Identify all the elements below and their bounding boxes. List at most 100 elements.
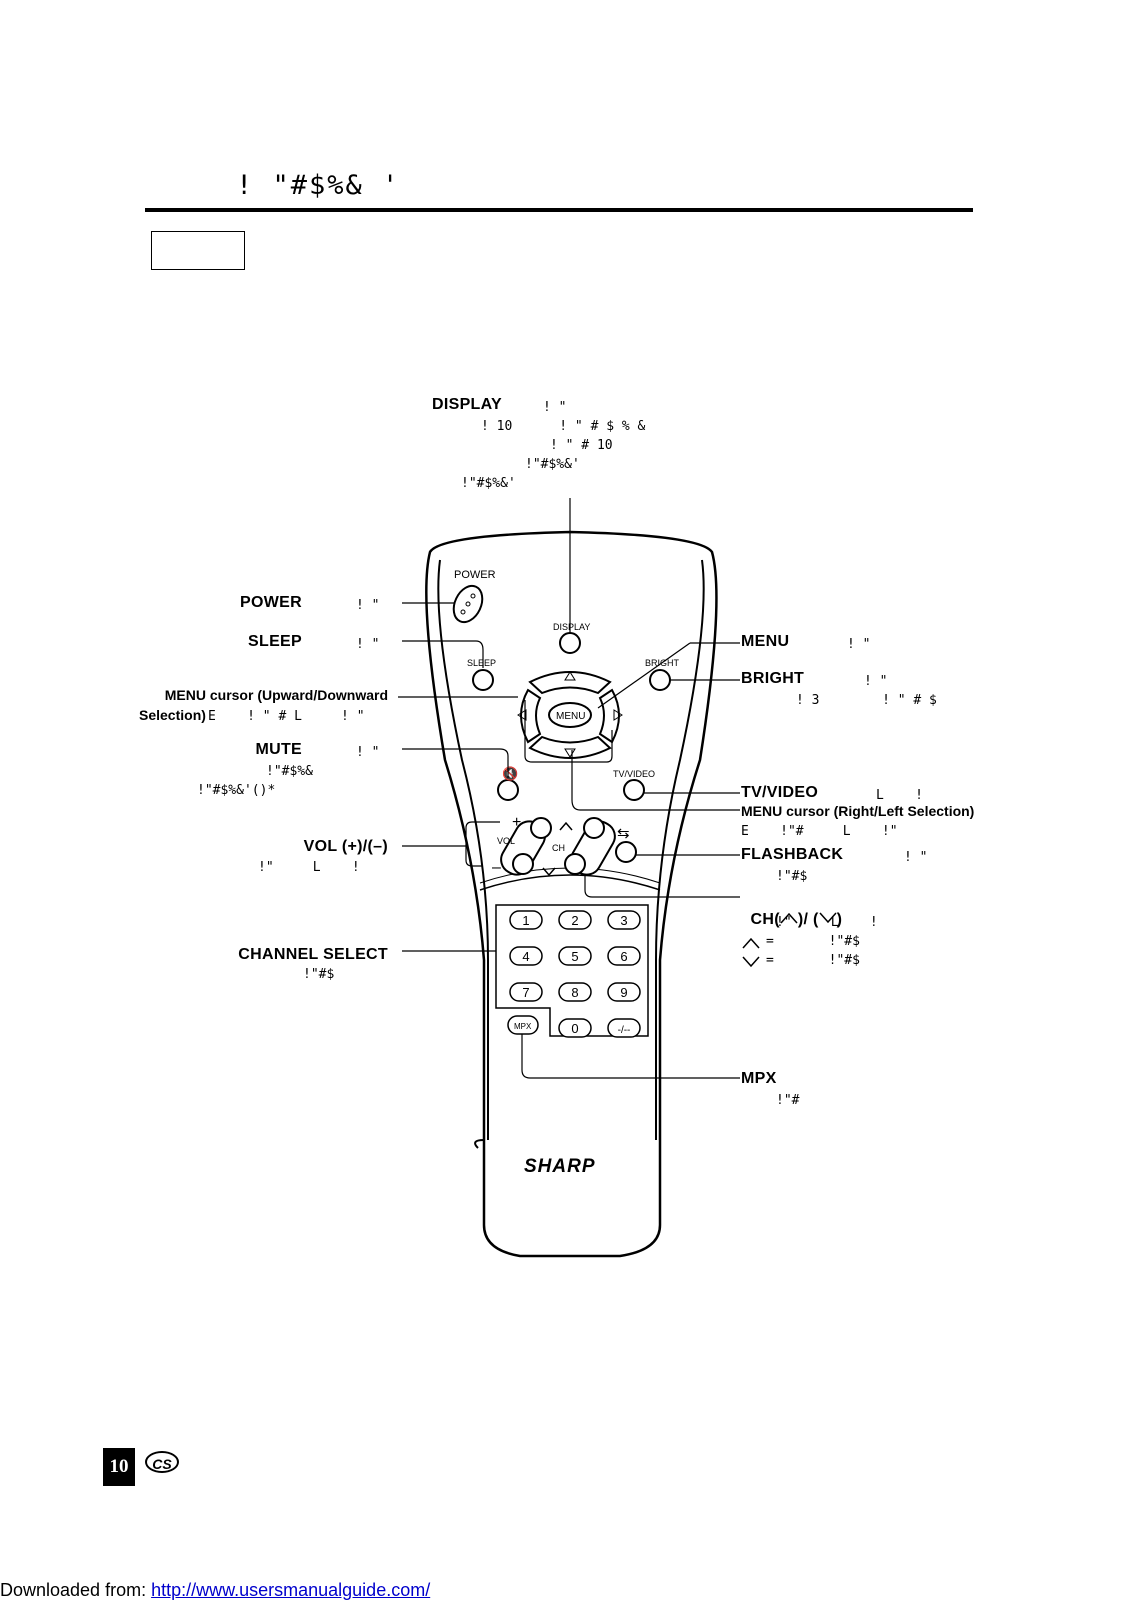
remote-ch-label: CH	[552, 843, 565, 853]
label-sleep: SLEEP	[248, 633, 302, 650]
remote-inner-left	[437, 559, 489, 1140]
label-display: DISPLAY	[432, 396, 502, 413]
tv-video-desc: L !	[876, 788, 923, 803]
language-badge: CS	[145, 1451, 179, 1473]
display-desc-3: ! " # 10	[550, 438, 613, 453]
channel-select-desc: !"#$	[303, 967, 335, 982]
keypad-button-2	[607, 910, 641, 930]
page-title: ! "#$%& '	[236, 170, 401, 201]
sleep-button-shape	[472, 669, 494, 691]
label-channel-select: CHANNEL SELECT	[238, 946, 388, 963]
flashback-desc: ! "	[904, 850, 928, 865]
menu-updown-desc: E ! " # L ! "	[208, 709, 365, 724]
keypad-button-0	[509, 910, 543, 930]
ch-desc: !" L !	[776, 915, 878, 930]
mute-button-shape	[497, 779, 519, 801]
flashback-desc-2: !"#$	[776, 869, 808, 884]
remote-mpx-label: MPX	[514, 1022, 532, 1031]
keypad-label-9: 0	[571, 1021, 578, 1036]
display-desc-4: !"#$%&'	[525, 457, 580, 472]
remote-bright-label: BRIGHT	[645, 658, 680, 668]
keypad-button-6	[509, 982, 543, 1002]
vol-desc: !" L !	[258, 860, 360, 875]
label-bright: BRIGHT	[741, 670, 805, 687]
keypad-label-1: 2	[571, 913, 578, 928]
sleep-desc: ! "	[356, 637, 380, 652]
download-link[interactable]: http://www.usersmanualguide.com/	[151, 1580, 431, 1600]
keypad-label-6: 7	[522, 985, 529, 1000]
display-desc-2: ! 10 ! " # $ % &	[481, 419, 646, 434]
display-button-shape	[559, 632, 581, 654]
ch-up-icon	[780, 912, 798, 924]
label-power: POWER	[240, 594, 302, 611]
bright-desc-2: ! 3 ! " # $	[796, 693, 937, 708]
ch-up-small-icon	[742, 937, 760, 949]
ch-up-desc: = !"#$	[766, 934, 860, 949]
svg-text:–: –	[492, 859, 501, 876]
section-box	[151, 231, 245, 270]
remote-tv-video-label: TV/VIDEO	[613, 769, 655, 779]
keypad-button-10	[607, 1018, 641, 1038]
keypad-label-10: -/--	[618, 1025, 631, 1036]
label-ch-end: )	[836, 911, 843, 928]
display-desc-1: ! "	[543, 400, 567, 415]
ch-down-small-icon	[742, 956, 760, 968]
brand-logo: SHARP	[524, 1156, 596, 1177]
label-mpx: MPX	[741, 1070, 777, 1087]
menu-rightleft-desc: E !"# L !"	[741, 824, 898, 839]
keypad-button-3	[509, 946, 543, 966]
menu-button-shape	[548, 702, 592, 728]
dpad-left	[520, 688, 542, 744]
keypad-label-5: 6	[620, 949, 627, 964]
remote-menu-label: MENU	[556, 711, 585, 722]
label-menu-updown-1: MENU cursor (Upward/Downward	[164, 687, 388, 703]
remote-power-label: POWER	[454, 569, 496, 581]
remote-body	[425, 530, 718, 1258]
keypad-button-5	[607, 946, 641, 966]
leader-lines	[398, 498, 740, 1079]
mute-icon: 🔇	[502, 766, 518, 781]
keypad-button-1	[558, 910, 592, 930]
keypad-label-3: 4	[522, 949, 529, 964]
mute-desc-2: !"#$%&	[266, 764, 313, 779]
remote-display-label: DISPLAY	[553, 622, 590, 632]
keypad-button-9	[558, 1018, 592, 1038]
keypad-button-4	[558, 946, 592, 966]
flashback-button-shape	[615, 841, 637, 863]
dpad-top	[528, 671, 612, 695]
label-ch-mid: )/ (	[797, 911, 819, 928]
keypad-label-8: 9	[620, 985, 627, 1000]
label-ch: CH( )/ ()	[741, 893, 842, 929]
svg-text:+: +	[512, 814, 521, 831]
keypad-button-8	[607, 982, 641, 1002]
page-number: 10	[103, 1448, 135, 1486]
mpx-desc: !"#	[776, 1093, 800, 1108]
remote-vol-label: VOL	[497, 836, 515, 846]
label-menu-updown-2: Selection)	[139, 707, 206, 723]
label-tv-video: TV/VIDEO	[741, 784, 819, 801]
menu-desc: ! "	[847, 637, 871, 652]
bright-desc: ! "	[864, 674, 888, 689]
mpx-button-shape	[507, 1015, 539, 1035]
display-desc-5: !"#$%&'	[461, 476, 516, 491]
download-prefix: Downloaded from:	[0, 1580, 152, 1600]
label-mute: MUTE	[255, 741, 302, 758]
label-flashback: FLASHBACK	[741, 846, 844, 863]
label-ch-name: CH(	[750, 911, 780, 928]
keypad-label-7: 8	[571, 985, 578, 1000]
keypad-label-2: 3	[620, 913, 627, 928]
power-desc: ! "	[356, 598, 380, 613]
remote-divider	[479, 874, 661, 891]
remote-sleep-label: SLEEP	[467, 658, 496, 668]
ch-down-icon	[819, 912, 837, 924]
label-vol: VOL (+)/(–)	[303, 838, 388, 855]
keypad-label-0: 1	[522, 913, 529, 928]
flashback-icon: ⇆	[617, 825, 630, 842]
mute-desc-3: !"#$%&'()*	[197, 783, 276, 798]
bright-button-shape	[649, 669, 671, 691]
label-menu: MENU	[741, 633, 790, 650]
dpad-bottom	[528, 735, 612, 759]
ch-down-desc: = !"#$	[766, 953, 860, 968]
